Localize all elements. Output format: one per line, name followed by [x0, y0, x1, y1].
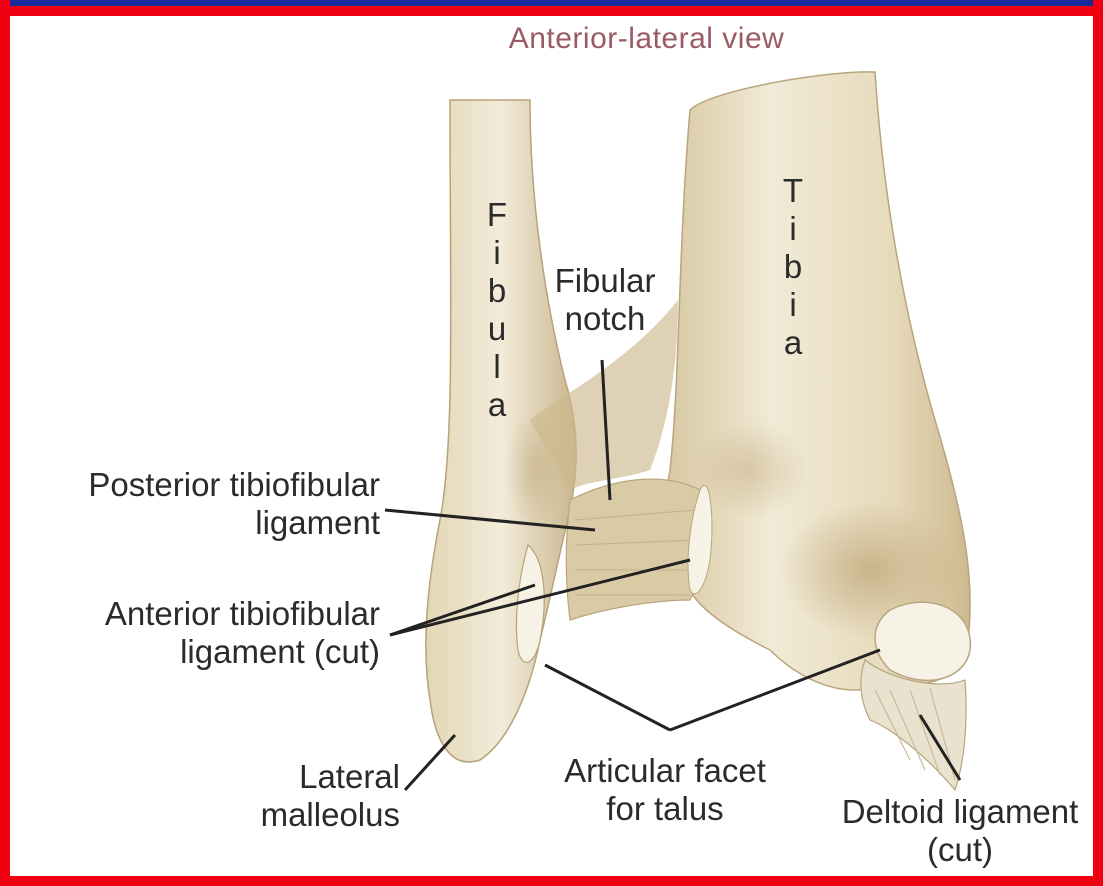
fibula-letter: a [477, 386, 517, 424]
leader-lateral-malleolus [405, 735, 455, 790]
fibula-vertical-label: F i b u l a [477, 196, 517, 424]
tibia-letter: a [773, 324, 813, 362]
tibia-letter: T [773, 172, 813, 210]
tibia-letter: i [773, 286, 813, 324]
tibia-letter: i [773, 210, 813, 248]
fibula-letter: b [477, 272, 517, 310]
tibia-letter: b [773, 248, 813, 286]
label-deltoid-ligament: Deltoid ligament (cut) [815, 793, 1103, 869]
view-title: Anterior-lateral view [10, 22, 1103, 56]
top-red-strip [10, 6, 1103, 16]
fibula-letter: l [477, 348, 517, 386]
leader-facet-1 [545, 665, 670, 730]
tibia-vertical-label: T i b i a [773, 172, 813, 362]
fibula-letter: i [477, 234, 517, 272]
fibula-letter: F [477, 196, 517, 234]
label-anterior-tibiofibular: Anterior tibiofibular ligament (cut) [10, 595, 380, 671]
label-fibular-notch: Fibular notch [535, 262, 675, 338]
fibula-letter: u [477, 310, 517, 348]
ankle-illustration [10, 0, 1103, 876]
tibia-bone [666, 72, 970, 690]
label-posterior-tibiofibular: Posterior tibiofibular ligament [10, 466, 380, 542]
label-articular-facet: Articular facet for talus [530, 752, 800, 828]
label-lateral-malleolus: Lateral malleolus [160, 758, 400, 834]
